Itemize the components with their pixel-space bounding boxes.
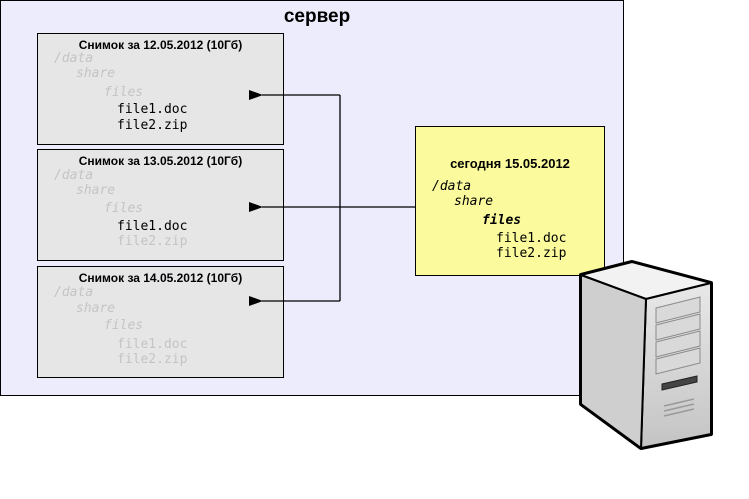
snapshot-box-1: Снимок за 12.05.2012 (10Гб) /data share … [37,33,284,145]
file-2: file2.zip [117,352,188,367]
snapshot-title: Снимок за 14.05.2012 (10Гб) [78,271,243,285]
path-data: /data [432,179,472,194]
file-2: file2.zip [117,118,188,133]
path-share: share [76,66,116,81]
path-files: files [104,85,144,100]
path-files: files [482,213,522,228]
file-2: file2.zip [496,246,567,261]
path-data: /data [54,51,94,66]
snapshot-title: Снимок за 12.05.2012 (10Гб) [78,38,243,52]
path-share: share [454,194,494,209]
snapshot-title: Снимок за 13.05.2012 (10Гб) [78,154,243,168]
file-1: file1.doc [117,219,188,234]
path-share: share [76,301,116,316]
file-1: file1.doc [117,337,188,352]
path-files: files [104,318,144,333]
today-box: сегодня 15.05.2012 /data share files fil… [415,126,605,276]
path-data: /data [54,168,94,183]
server-title: сервер [283,6,351,27]
snapshot-box-3: Снимок за 14.05.2012 (10Гб) /data share … [37,266,284,378]
connector-lines [249,90,415,306]
path-data: /data [54,285,94,300]
path-files: files [104,201,144,216]
file-1: file1.doc [496,231,567,246]
today-title: сегодня 15.05.2012 [450,156,570,171]
file-1: file1.doc [117,102,188,117]
snapshot-box-2: Снимок за 13.05.2012 (10Гб) /data share … [37,149,284,261]
server-tower-icon [579,260,713,450]
file-2: file2.zip [117,234,188,249]
path-share: share [76,183,116,198]
